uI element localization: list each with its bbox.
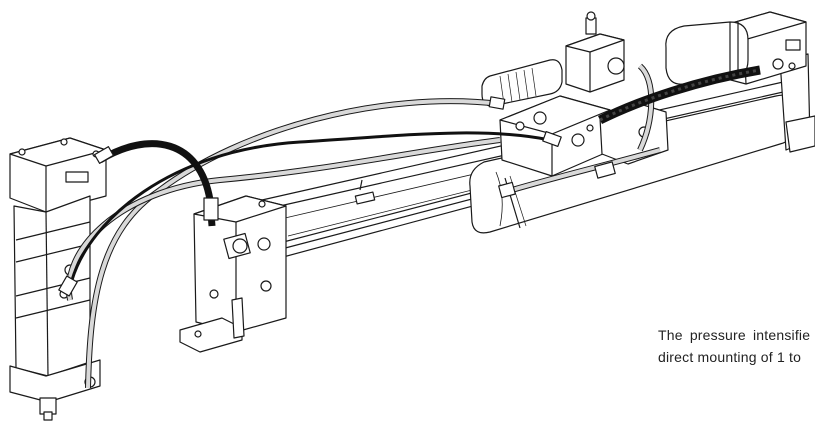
caption-line-1: The pressure intensifie xyxy=(658,327,811,343)
left-valve-block xyxy=(179,195,287,353)
left-vertical-cylinder xyxy=(9,137,107,421)
hose-fittings xyxy=(58,96,616,297)
valve-manifold xyxy=(481,11,669,177)
caption-line-2: direct mounting of 1 to xyxy=(658,349,802,365)
hose-lines xyxy=(65,63,761,389)
right-end-block xyxy=(665,11,807,85)
